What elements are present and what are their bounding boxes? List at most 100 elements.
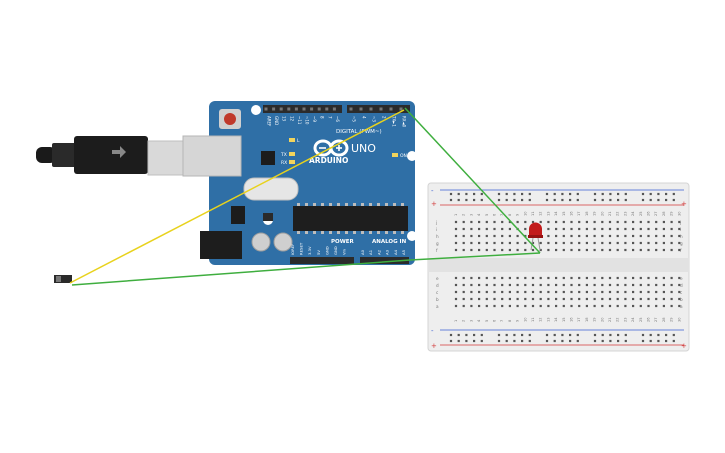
- breadboard-hole[interactable]: [641, 339, 645, 343]
- breadboard-hole[interactable]: [508, 234, 511, 238]
- breadboard-hole[interactable]: [562, 227, 565, 231]
- digital-pin-hole[interactable]: [317, 107, 321, 111]
- breadboard-hole[interactable]: [593, 220, 596, 224]
- breadboard-hole[interactable]: [593, 290, 596, 294]
- breadboard-hole[interactable]: [561, 333, 564, 337]
- breadboard-hole[interactable]: [470, 276, 473, 280]
- digital-pin-hole[interactable]: [325, 107, 329, 111]
- breadboard-hole[interactable]: [539, 241, 542, 245]
- breadboard-hole[interactable]: [473, 192, 476, 196]
- breadboard-hole[interactable]: [632, 304, 635, 308]
- breadboard-hole[interactable]: [454, 290, 458, 294]
- breadboard-hole[interactable]: [608, 276, 612, 280]
- breadboard-hole[interactable]: [624, 241, 627, 245]
- breadboard-hole[interactable]: [616, 248, 619, 252]
- breadboard-hole[interactable]: [616, 227, 619, 231]
- breadboard-hole[interactable]: [457, 333, 460, 337]
- breadboard-hole[interactable]: [516, 241, 519, 245]
- digital-pin-hole[interactable]: [389, 107, 393, 111]
- breadboard-hole[interactable]: [609, 339, 612, 343]
- breadboard-hole[interactable]: [647, 297, 650, 301]
- breadboard-hole[interactable]: [539, 290, 542, 294]
- breadboard-hole[interactable]: [657, 192, 660, 196]
- breadboard-hole[interactable]: [585, 290, 588, 294]
- breadboard-hole[interactable]: [601, 297, 604, 301]
- breadboard-hole[interactable]: [465, 333, 468, 337]
- breadboard-hole[interactable]: [649, 198, 652, 202]
- breadboard-hole[interactable]: [493, 227, 496, 231]
- breadboard-hole[interactable]: [662, 241, 665, 245]
- breadboard-hole[interactable]: [569, 333, 572, 337]
- breadboard-hole[interactable]: [585, 248, 588, 252]
- breadboard-hole[interactable]: [662, 276, 665, 280]
- breadboard-hole[interactable]: [497, 333, 501, 337]
- breadboard-hole[interactable]: [665, 339, 668, 343]
- breadboard-hole[interactable]: [609, 192, 612, 196]
- breadboard-hole[interactable]: [665, 198, 668, 202]
- breadboard-hole[interactable]: [585, 304, 588, 308]
- breadboard-hole[interactable]: [678, 227, 681, 231]
- digital-pin-hole[interactable]: [349, 107, 353, 111]
- breadboard[interactable]: + - + - + + 1122334455667788991010111112…: [427, 182, 690, 352]
- breadboard-hole[interactable]: [593, 276, 596, 280]
- breadboard-hole[interactable]: [465, 339, 468, 343]
- breadboard-hole[interactable]: [616, 234, 619, 238]
- breadboard-hole[interactable]: [539, 248, 542, 252]
- breadboard-hole[interactable]: [553, 333, 556, 337]
- breadboard-hole[interactable]: [539, 304, 542, 308]
- breadboard-hole[interactable]: [524, 241, 527, 245]
- breadboard-hole[interactable]: [569, 192, 572, 196]
- breadboard-hole[interactable]: [601, 220, 604, 224]
- breadboard-hole[interactable]: [561, 339, 564, 343]
- breadboard-hole[interactable]: [553, 192, 556, 196]
- breadboard-hole[interactable]: [501, 248, 504, 252]
- breadboard-hole[interactable]: [570, 220, 573, 224]
- breadboard-hole[interactable]: [449, 339, 453, 343]
- breadboard-hole[interactable]: [470, 304, 473, 308]
- breadboard-hole[interactable]: [609, 198, 612, 202]
- breadboard-hole[interactable]: [547, 276, 550, 280]
- breadboard-hole[interactable]: [647, 234, 650, 238]
- breadboard-hole[interactable]: [576, 192, 579, 196]
- breadboard-hole[interactable]: [449, 198, 453, 202]
- breadboard-hole[interactable]: [616, 241, 619, 245]
- breadboard-hole[interactable]: [470, 220, 473, 224]
- breadboard-hole[interactable]: [545, 333, 549, 337]
- breadboard-hole[interactable]: [639, 304, 642, 308]
- breadboard-hole[interactable]: [524, 283, 527, 287]
- breadboard-hole[interactable]: [569, 339, 572, 343]
- breadboard-hole[interactable]: [670, 227, 673, 231]
- breadboard-hole[interactable]: [616, 283, 619, 287]
- breadboard-hole[interactable]: [593, 227, 596, 231]
- breadboard-hole[interactable]: [593, 248, 596, 252]
- breadboard-hole[interactable]: [639, 297, 642, 301]
- breadboard-hole[interactable]: [593, 333, 597, 337]
- breadboard-hole[interactable]: [647, 290, 650, 294]
- breadboard-hole[interactable]: [562, 248, 565, 252]
- breadboard-hole[interactable]: [493, 283, 496, 287]
- breadboard-hole[interactable]: [521, 339, 524, 343]
- breadboard-hole[interactable]: [547, 297, 550, 301]
- breadboard-hole[interactable]: [531, 241, 535, 245]
- breadboard-hole[interactable]: [462, 220, 465, 224]
- breadboard-hole[interactable]: [508, 290, 511, 294]
- breadboard-hole[interactable]: [516, 276, 519, 280]
- breadboard-hole[interactable]: [547, 234, 550, 238]
- breadboard-hole[interactable]: [513, 333, 516, 337]
- breadboard-hole[interactable]: [516, 283, 519, 287]
- breadboard-hole[interactable]: [601, 192, 604, 196]
- breadboard-hole[interactable]: [670, 304, 673, 308]
- breadboard-hole[interactable]: [665, 192, 668, 196]
- breadboard-hole[interactable]: [470, 283, 473, 287]
- breadboard-hole[interactable]: [449, 333, 453, 337]
- breadboard-hole[interactable]: [657, 339, 660, 343]
- breadboard-hole[interactable]: [639, 276, 642, 280]
- breadboard-hole[interactable]: [454, 248, 458, 252]
- breadboard-hole[interactable]: [524, 234, 527, 238]
- breadboard-hole[interactable]: [624, 227, 627, 231]
- breadboard-hole[interactable]: [624, 290, 627, 294]
- breadboard-hole[interactable]: [601, 234, 604, 238]
- breadboard-hole[interactable]: [647, 241, 650, 245]
- breadboard-hole[interactable]: [545, 339, 549, 343]
- breadboard-hole[interactable]: [593, 304, 596, 308]
